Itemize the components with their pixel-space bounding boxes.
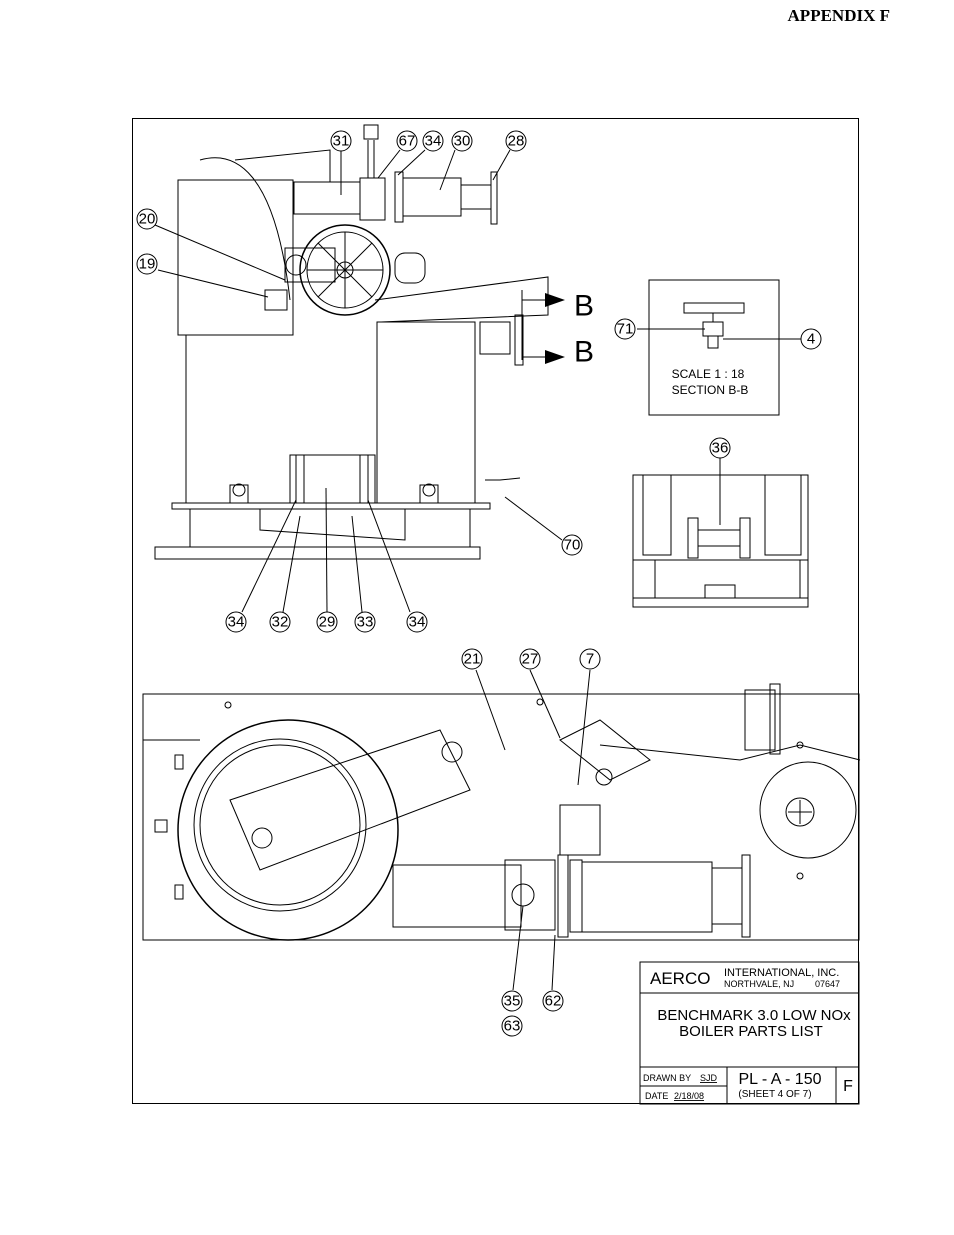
svg-text:7: 7: [586, 651, 594, 668]
section-label-b-top: B: [574, 290, 594, 323]
section-b-b-detail: SCALE 1 : 18 SECTION B-B: [648, 279, 780, 416]
balloon-28: 28: [505, 130, 527, 152]
balloon-63: 63: [501, 1015, 523, 1037]
svg-text:28: 28: [508, 133, 525, 150]
company-full-name: INTERNATIONAL, INC.: [724, 967, 839, 979]
sheet-number: (SHEET 4 OF 7): [738, 1089, 811, 1100]
balloon-34: 34: [406, 611, 428, 633]
drawing-number: PL - A - 150: [738, 1071, 821, 1088]
balloon-7: 7: [579, 648, 601, 670]
balloon-4: 4: [800, 328, 822, 350]
balloon-27: 27: [519, 648, 541, 670]
drawing-title-line1: BENCHMARK 3.0 LOW NOx: [657, 1007, 851, 1024]
svg-text:63: 63: [504, 1018, 521, 1035]
company-address: NORTHVALE, NJ: [724, 979, 794, 989]
balloon-21: 21: [461, 648, 483, 670]
svg-text:30: 30: [454, 133, 471, 150]
plan-view: [142, 683, 861, 941]
svg-text:71: 71: [617, 321, 634, 338]
balloon-29: 29: [316, 611, 338, 633]
balloon-20: 20: [136, 208, 158, 230]
svg-text:32: 32: [272, 614, 289, 631]
svg-text:36: 36: [712, 440, 729, 457]
section-name-text: SECTION B-B: [672, 383, 749, 397]
balloon-67: 67: [396, 130, 418, 152]
balloon-62: 62: [542, 990, 564, 1012]
drawn-by-value: SJD: [700, 1073, 718, 1083]
balloon-71: 71: [614, 318, 636, 340]
svg-text:29: 29: [319, 614, 336, 631]
balloon-36: 36: [709, 437, 731, 459]
svg-text:34: 34: [425, 133, 442, 150]
company-name: AERCO: [650, 969, 710, 988]
svg-text:4: 4: [807, 331, 815, 348]
balloon-30: 30: [451, 130, 473, 152]
company-zip: 07647: [815, 979, 840, 989]
svg-text:34: 34: [228, 614, 245, 631]
front-elevation-view: [154, 124, 549, 560]
svg-text:62: 62: [545, 993, 562, 1010]
leader-lines: [154, 149, 801, 991]
balloon-33: 33: [354, 611, 376, 633]
drawn-by-label: DRAWN BY: [643, 1073, 691, 1083]
balloon-70: 70: [561, 534, 583, 556]
svg-text:21: 21: [464, 651, 481, 668]
date-value: 2/18/08: [674, 1091, 704, 1101]
balloon-35: 35: [501, 990, 523, 1012]
balloon-34: 34: [422, 130, 444, 152]
svg-text:35: 35: [504, 993, 521, 1010]
svg-text:70: 70: [564, 537, 581, 554]
section-label-b-bottom: B: [574, 336, 594, 369]
drawing-title-line2: BOILER PARTS LIST: [679, 1023, 823, 1040]
balloon-19: 19: [136, 253, 158, 275]
balloon-32: 32: [269, 611, 291, 633]
svg-text:27: 27: [522, 651, 539, 668]
balloon-31: 31: [330, 130, 352, 152]
section-cut-indicator: B B: [521, 290, 594, 369]
date-label: DATE: [645, 1091, 668, 1101]
drawing-frame: [132, 118, 859, 1104]
balloon-34: 34: [225, 611, 247, 633]
revision-letter: F: [843, 1078, 853, 1095]
section-scale-text: SCALE 1 : 18: [672, 367, 745, 381]
svg-text:19: 19: [139, 256, 156, 273]
svg-text:67: 67: [399, 133, 416, 150]
appendix-heading: APPENDIX F: [787, 6, 890, 25]
svg-text:33: 33: [357, 614, 374, 631]
svg-text:34: 34: [409, 614, 426, 631]
svg-text:20: 20: [139, 211, 156, 228]
svg-text:31: 31: [333, 133, 350, 150]
title-block: AERCO INTERNATIONAL, INC. NORTHVALE, NJ …: [639, 961, 860, 1105]
